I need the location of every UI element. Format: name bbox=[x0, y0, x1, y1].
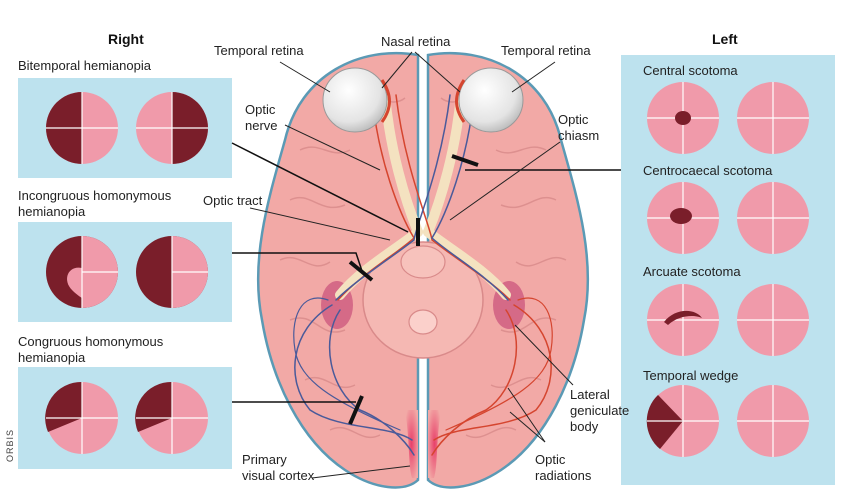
optic-chiasm-label: Optic chiasm bbox=[558, 112, 600, 143]
brain bbox=[256, 51, 590, 489]
field-bitemporal bbox=[46, 92, 208, 164]
field-temporal-wedge bbox=[646, 385, 809, 457]
congruous-homonymous-hemianopia-title: Congruous homonymous hemianopia bbox=[18, 334, 164, 365]
centrocaecal-scotoma-title: Centrocaecal scotoma bbox=[643, 163, 773, 178]
nasal-retina-label: Nasal retina bbox=[381, 34, 451, 49]
temporal-wedge-title: Temporal wedge bbox=[643, 368, 739, 383]
lateral-geniculate-body-label: Lateral geniculate body bbox=[570, 387, 630, 434]
field-centrocaecal-scotoma bbox=[647, 182, 809, 254]
bitemporal-hemianopia-title: Bitemporal hemianopia bbox=[18, 58, 151, 73]
incongruous-homonymous-hemianopia-title: Incongruous homonymous hemianopia bbox=[18, 188, 172, 219]
optic-nerve-label: Optic nerve bbox=[245, 102, 278, 133]
right-heading: Right bbox=[108, 31, 144, 47]
lesion-markers bbox=[348, 154, 479, 425]
left-heading: Left bbox=[712, 31, 738, 47]
panel-leader-lines bbox=[231, 142, 621, 403]
right-eye bbox=[322, 67, 391, 133]
credit-label: ORBIS bbox=[5, 428, 15, 462]
field-incongruous bbox=[46, 236, 208, 308]
optic-tract-label: Optic tract bbox=[203, 193, 263, 208]
central-scotoma-title: Central scotoma bbox=[643, 63, 738, 78]
label-leader-lines bbox=[249, 51, 574, 479]
arcuate-scotoma-title: Arcuate scotoma bbox=[643, 264, 741, 279]
temporal-retina-right-label: Temporal retina bbox=[214, 43, 304, 58]
field-central-scotoma bbox=[647, 82, 809, 154]
field-congruous bbox=[45, 381, 208, 454]
temporal-retina-left-label: Temporal retina bbox=[501, 43, 591, 58]
optic-radiations-label: Optic radiations bbox=[535, 452, 592, 483]
primary-visual-cortex-label: Primary visual cortex bbox=[242, 452, 315, 483]
left-eye bbox=[455, 67, 524, 133]
field-arcuate-scotoma bbox=[647, 284, 809, 356]
